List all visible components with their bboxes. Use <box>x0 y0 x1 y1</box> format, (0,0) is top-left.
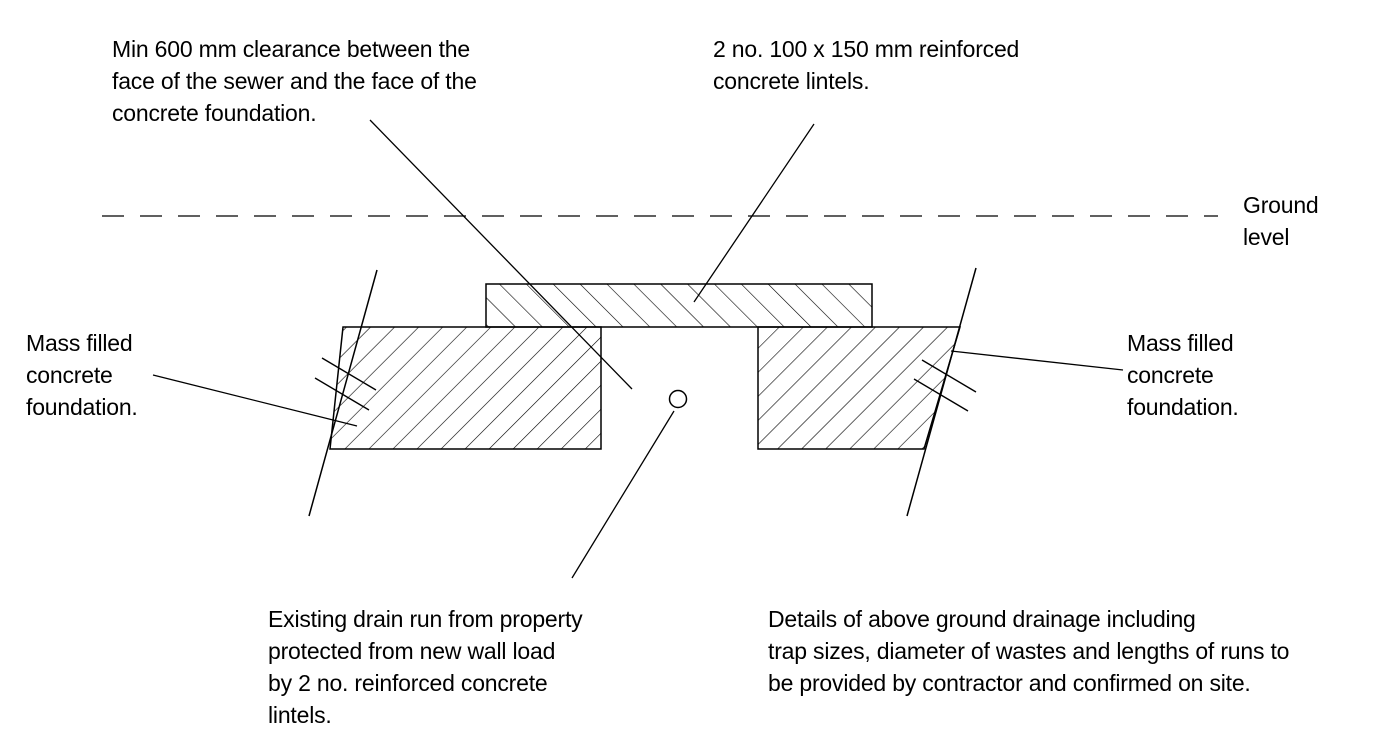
leader-mass-left <box>152 374 358 427</box>
leader-lines <box>152 119 1124 579</box>
left-break-marks <box>314 357 377 411</box>
lintels-label: 2 no. 100 x 150 mm reinforced concrete l… <box>713 36 1020 94</box>
leader-lintels <box>693 123 815 303</box>
drain-run-label: Existing drain run from property protect… <box>268 606 583 728</box>
right-foundation <box>757 326 962 450</box>
leader-clearance <box>369 119 633 390</box>
leader-mass-right <box>950 350 1124 371</box>
ground-level-label: Ground level <box>1243 192 1319 250</box>
drain-pipe-icon <box>668 389 688 409</box>
right-trench-line <box>906 267 977 517</box>
concrete-lintels <box>485 283 873 328</box>
drainage-details-note: Details of above ground drainage includi… <box>768 606 1290 696</box>
mass-concrete-right-label: Mass filled concrete foundation. <box>1127 330 1239 420</box>
clearance-label: Min 600 mm clearance between the face of… <box>112 36 477 126</box>
leader-drain <box>571 410 675 579</box>
left-trench-line <box>308 269 378 517</box>
right-break-marks <box>913 359 977 412</box>
left-foundation <box>329 326 602 450</box>
mass-concrete-left-label: Mass filled concrete foundation. <box>26 330 138 420</box>
